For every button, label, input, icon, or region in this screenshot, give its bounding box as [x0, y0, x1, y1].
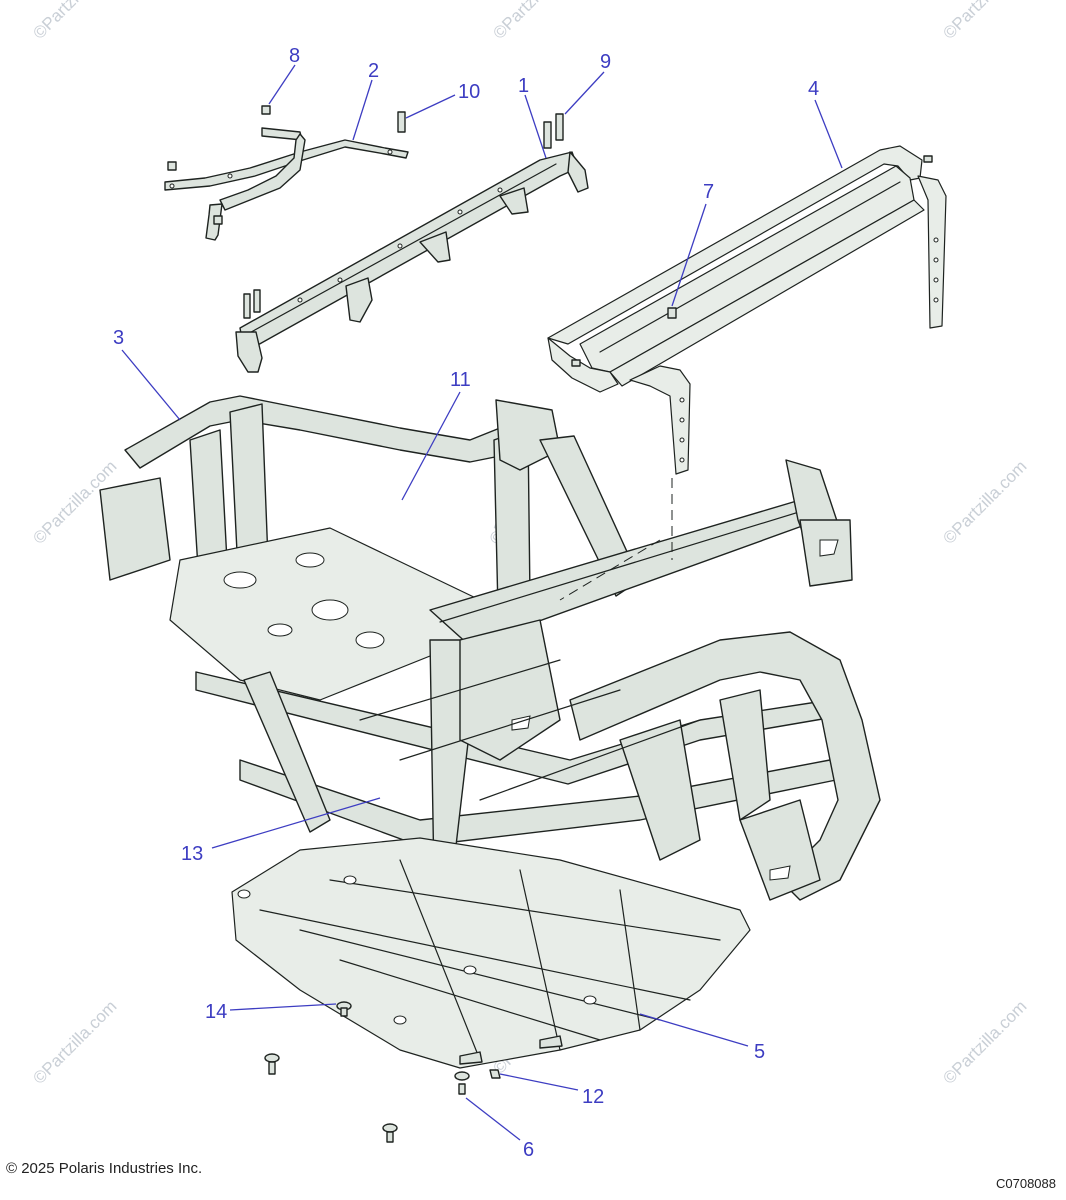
callout-14: 14	[205, 1001, 227, 1023]
watermark-bottom-left: ©Partzilla.com	[29, 997, 120, 1088]
callout-1: 1	[518, 75, 529, 97]
callout-5: 5	[754, 1041, 765, 1063]
callout-6: 6	[523, 1139, 534, 1161]
copyright-notice: © 2025 Polaris Industries Inc.	[6, 1160, 203, 1177]
watermark-mid-right: ©Partzilla.com	[939, 457, 1030, 548]
callout-12: 12	[582, 1086, 604, 1108]
watermark-top-mid: ©Partzilla.com	[489, 0, 580, 43]
watermark-top-left: ©Partzilla.com	[29, 0, 120, 43]
callout-3: 3	[113, 327, 124, 349]
leader-lines	[121, 64, 843, 1141]
watermark-top-right: ©Partzilla.com	[939, 0, 1030, 43]
part-2-bracket-bar	[164, 127, 409, 241]
callout-10: 10	[458, 81, 480, 103]
watermark-bottom-right: ©Partzilla.com	[939, 997, 1030, 1088]
part-4-rear-rack	[547, 145, 947, 475]
callout-4: 4	[808, 78, 819, 100]
callout-2: 2	[368, 60, 379, 82]
part-3-main-frame	[99, 395, 881, 901]
callout-labels: 8 2 10 1 9 4 7 3 11 13 14 5 12 6	[113, 45, 819, 1161]
part-5-skid-plate	[231, 837, 751, 1069]
figure-id: C0708088	[996, 1176, 1056, 1191]
fasteners	[264, 1001, 501, 1143]
callout-8: 8	[289, 45, 300, 67]
part-1-cross-tube	[235, 151, 589, 373]
callout-13: 13	[181, 843, 203, 865]
callout-9: 9	[600, 51, 611, 73]
bolts-8-10	[261, 105, 564, 149]
callout-7: 7	[703, 181, 714, 203]
callout-11: 11	[450, 369, 471, 391]
